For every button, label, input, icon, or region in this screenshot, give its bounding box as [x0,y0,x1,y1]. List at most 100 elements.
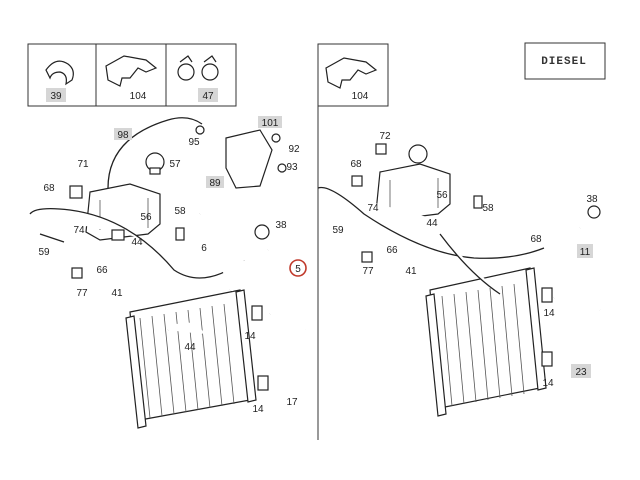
svg-text:56: 56 [436,190,448,201]
callout-44-right[interactable]: 44 [426,218,438,229]
callout-41[interactable]: 41 [111,288,123,299]
svg-text:74: 74 [367,203,379,214]
svg-text:14: 14 [543,308,555,319]
svg-text:11: 11 [580,247,591,258]
callout-56[interactable]: 56 [140,212,152,223]
callout-92[interactable]: 92 [288,144,300,155]
hose-clamp-icon [177,55,219,81]
callout-66[interactable]: 66 [96,265,108,276]
svg-text:98: 98 [117,130,129,141]
callout-68[interactable]: 68 [43,183,55,194]
inset-label-104-left: 104 [130,91,147,102]
callout-14-right-upper[interactable]: 14 [543,308,555,319]
callout-59-right[interactable]: 59 [332,225,344,236]
svg-text:92: 92 [288,144,300,155]
svg-text:68: 68 [350,159,362,170]
highlight-ring [289,259,307,277]
diesel-label: DIESEL [541,56,587,68]
svg-text:14: 14 [244,331,256,342]
callout-44-lower[interactable]: 44 [184,342,196,353]
callout-74[interactable]: 74 [73,225,85,236]
hose-clip-icon [45,60,74,86]
callout-6[interactable]: 6 [201,243,207,254]
inset-cell-104-right[interactable]: 104 [325,57,378,102]
callout-14-upper[interactable]: 14 [244,331,256,342]
svg-text:41: 41 [405,266,417,277]
svg-text:44: 44 [426,218,438,229]
inset-label-39: 39 [50,91,62,102]
svg-text:14: 14 [542,378,554,389]
callout-44-upper[interactable]: 44 [131,237,143,248]
inset-cell-47[interactable]: 47 [177,55,219,102]
callout-89[interactable]: 89 [206,176,224,189]
svg-text:93: 93 [286,162,298,173]
inset-cell-39[interactable]: 39 [45,60,74,102]
callout-77[interactable]: 77 [76,288,88,299]
svg-text:44: 44 [184,342,196,353]
callout-71[interactable]: 71 [77,159,89,170]
svg-text:56: 56 [140,212,152,223]
svg-text:58: 58 [482,203,494,214]
radiator-left [125,289,257,429]
svg-text:59: 59 [332,225,344,236]
callout-38[interactable]: 38 [275,220,287,231]
inset-label-47: 47 [202,91,214,102]
svg-text:71: 71 [77,159,89,170]
svg-text:59: 59 [38,247,50,258]
callout-17[interactable]: 17 [286,397,298,408]
inset-strip-left: 39 104 47 [27,43,237,107]
svg-text:23: 23 [575,367,587,378]
right-view-labels: 68 72 56 38 74 58 59 66 44 68 77 [332,131,598,389]
svg-text:89: 89 [209,178,221,189]
callout-23-right[interactable]: 23 [571,364,591,378]
callout-14-right-lower[interactable]: 14 [542,378,554,389]
callout-95[interactable]: 95 [188,137,200,148]
svg-text:66: 66 [386,245,398,256]
svg-text:77: 77 [76,288,88,299]
callout-58[interactable]: 58 [174,206,186,217]
callout-68-right-lower[interactable]: 68 [530,234,542,245]
callout-66-right[interactable]: 66 [386,245,398,256]
diesel-box [524,42,606,80]
callout-41-right[interactable]: 41 [405,266,417,277]
svg-text:41: 41 [111,288,123,299]
bypass-line-right [317,186,545,259]
svg-text:44: 44 [131,237,143,248]
svg-text:72: 72 [379,131,391,142]
callout-68-right-upper[interactable]: 68 [350,159,362,170]
callout-101[interactable]: 101 [258,116,282,129]
bracket-icon [325,57,378,89]
left-view-labels: 98 95 101 92 93 89 71 57 68 56 [38,116,307,415]
svg-text:95: 95 [188,137,200,148]
callout-77-right[interactable]: 77 [362,266,374,277]
callout-38-right[interactable]: 38 [586,194,598,205]
svg-text:77: 77 [362,266,374,277]
callout-58-right[interactable]: 58 [482,203,494,214]
inset-label-104-right: 104 [352,91,369,102]
callout-59[interactable]: 59 [38,247,50,258]
inset-strip-right: 104 [317,43,389,107]
svg-text:58: 58 [174,206,186,217]
shroud-89 [225,129,273,189]
inset-cell-104[interactable]: 104 [105,55,158,102]
svg-text:68: 68 [530,234,542,245]
callout-5[interactable]: 5 [289,259,307,277]
svg-text:38: 38 [275,220,287,231]
callout-98[interactable]: 98 [114,128,132,141]
bypass-line-left [29,208,245,279]
svg-text:74: 74 [73,225,85,236]
callout-72-right[interactable]: 72 [379,131,391,142]
svg-text:6: 6 [201,243,207,254]
callout-14-lower[interactable]: 14 [252,404,264,415]
callout-57[interactable]: 57 [169,159,181,170]
bracket-icon [105,55,158,87]
right-view-artwork [317,143,601,417]
svg-text:68: 68 [43,183,55,194]
svg-text:38: 38 [586,194,598,205]
svg-text:14: 14 [252,404,264,415]
callout-93[interactable]: 93 [286,162,298,173]
callout-11-right[interactable]: 11 [577,244,593,258]
callout-74-right[interactable]: 74 [367,203,379,214]
callout-56-right[interactable]: 56 [436,190,448,201]
